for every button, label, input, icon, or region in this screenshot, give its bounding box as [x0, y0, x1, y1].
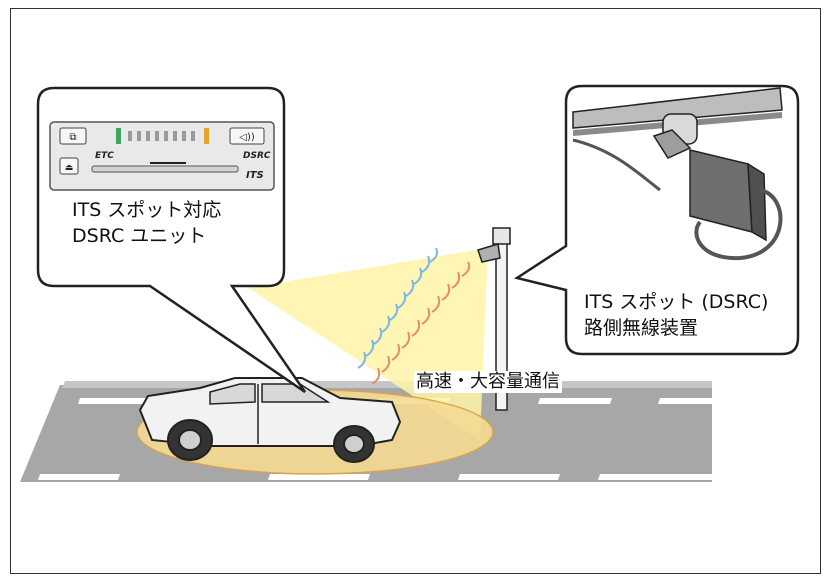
radio-waves [357, 247, 471, 385]
eject-icon: ⏏ [65, 163, 74, 173]
indicator-row [128, 131, 195, 141]
card-slot [91, 165, 239, 173]
back-button [59, 127, 87, 145]
roadside-label-line1: ITS スポット (DSRC) [584, 291, 769, 313]
its-logo: ITS [246, 170, 264, 181]
eject-button [59, 157, 79, 175]
etc-label: ETC [95, 151, 114, 161]
dsrc-unit-device: ⧉ ⏏ ◁)) ETC DSRC ITS [49, 121, 275, 191]
roadside-pole [477, 227, 511, 411]
roadside-unit-callout [513, 84, 800, 356]
dsrc-label: DSRC [243, 151, 271, 161]
roadside-label-line2: 路側無線装置 [584, 317, 699, 339]
dsrc-unit-label-line1: ITS スポット対応 [72, 199, 222, 221]
road-far-edge [62, 381, 712, 388]
communication-label: 高速・大容量通信 [414, 371, 562, 393]
roadside-device-closeup [572, 87, 783, 261]
dsrc-unit-label-line2: DSRC ユニット [72, 225, 207, 247]
roadside-antenna [477, 243, 501, 263]
volume-button [229, 127, 265, 145]
status-light-green [116, 128, 121, 144]
status-light-amber [204, 128, 209, 144]
back-icon: ⧉ [69, 132, 76, 143]
volume-icon: ◁)) [239, 132, 255, 143]
car [138, 377, 402, 463]
